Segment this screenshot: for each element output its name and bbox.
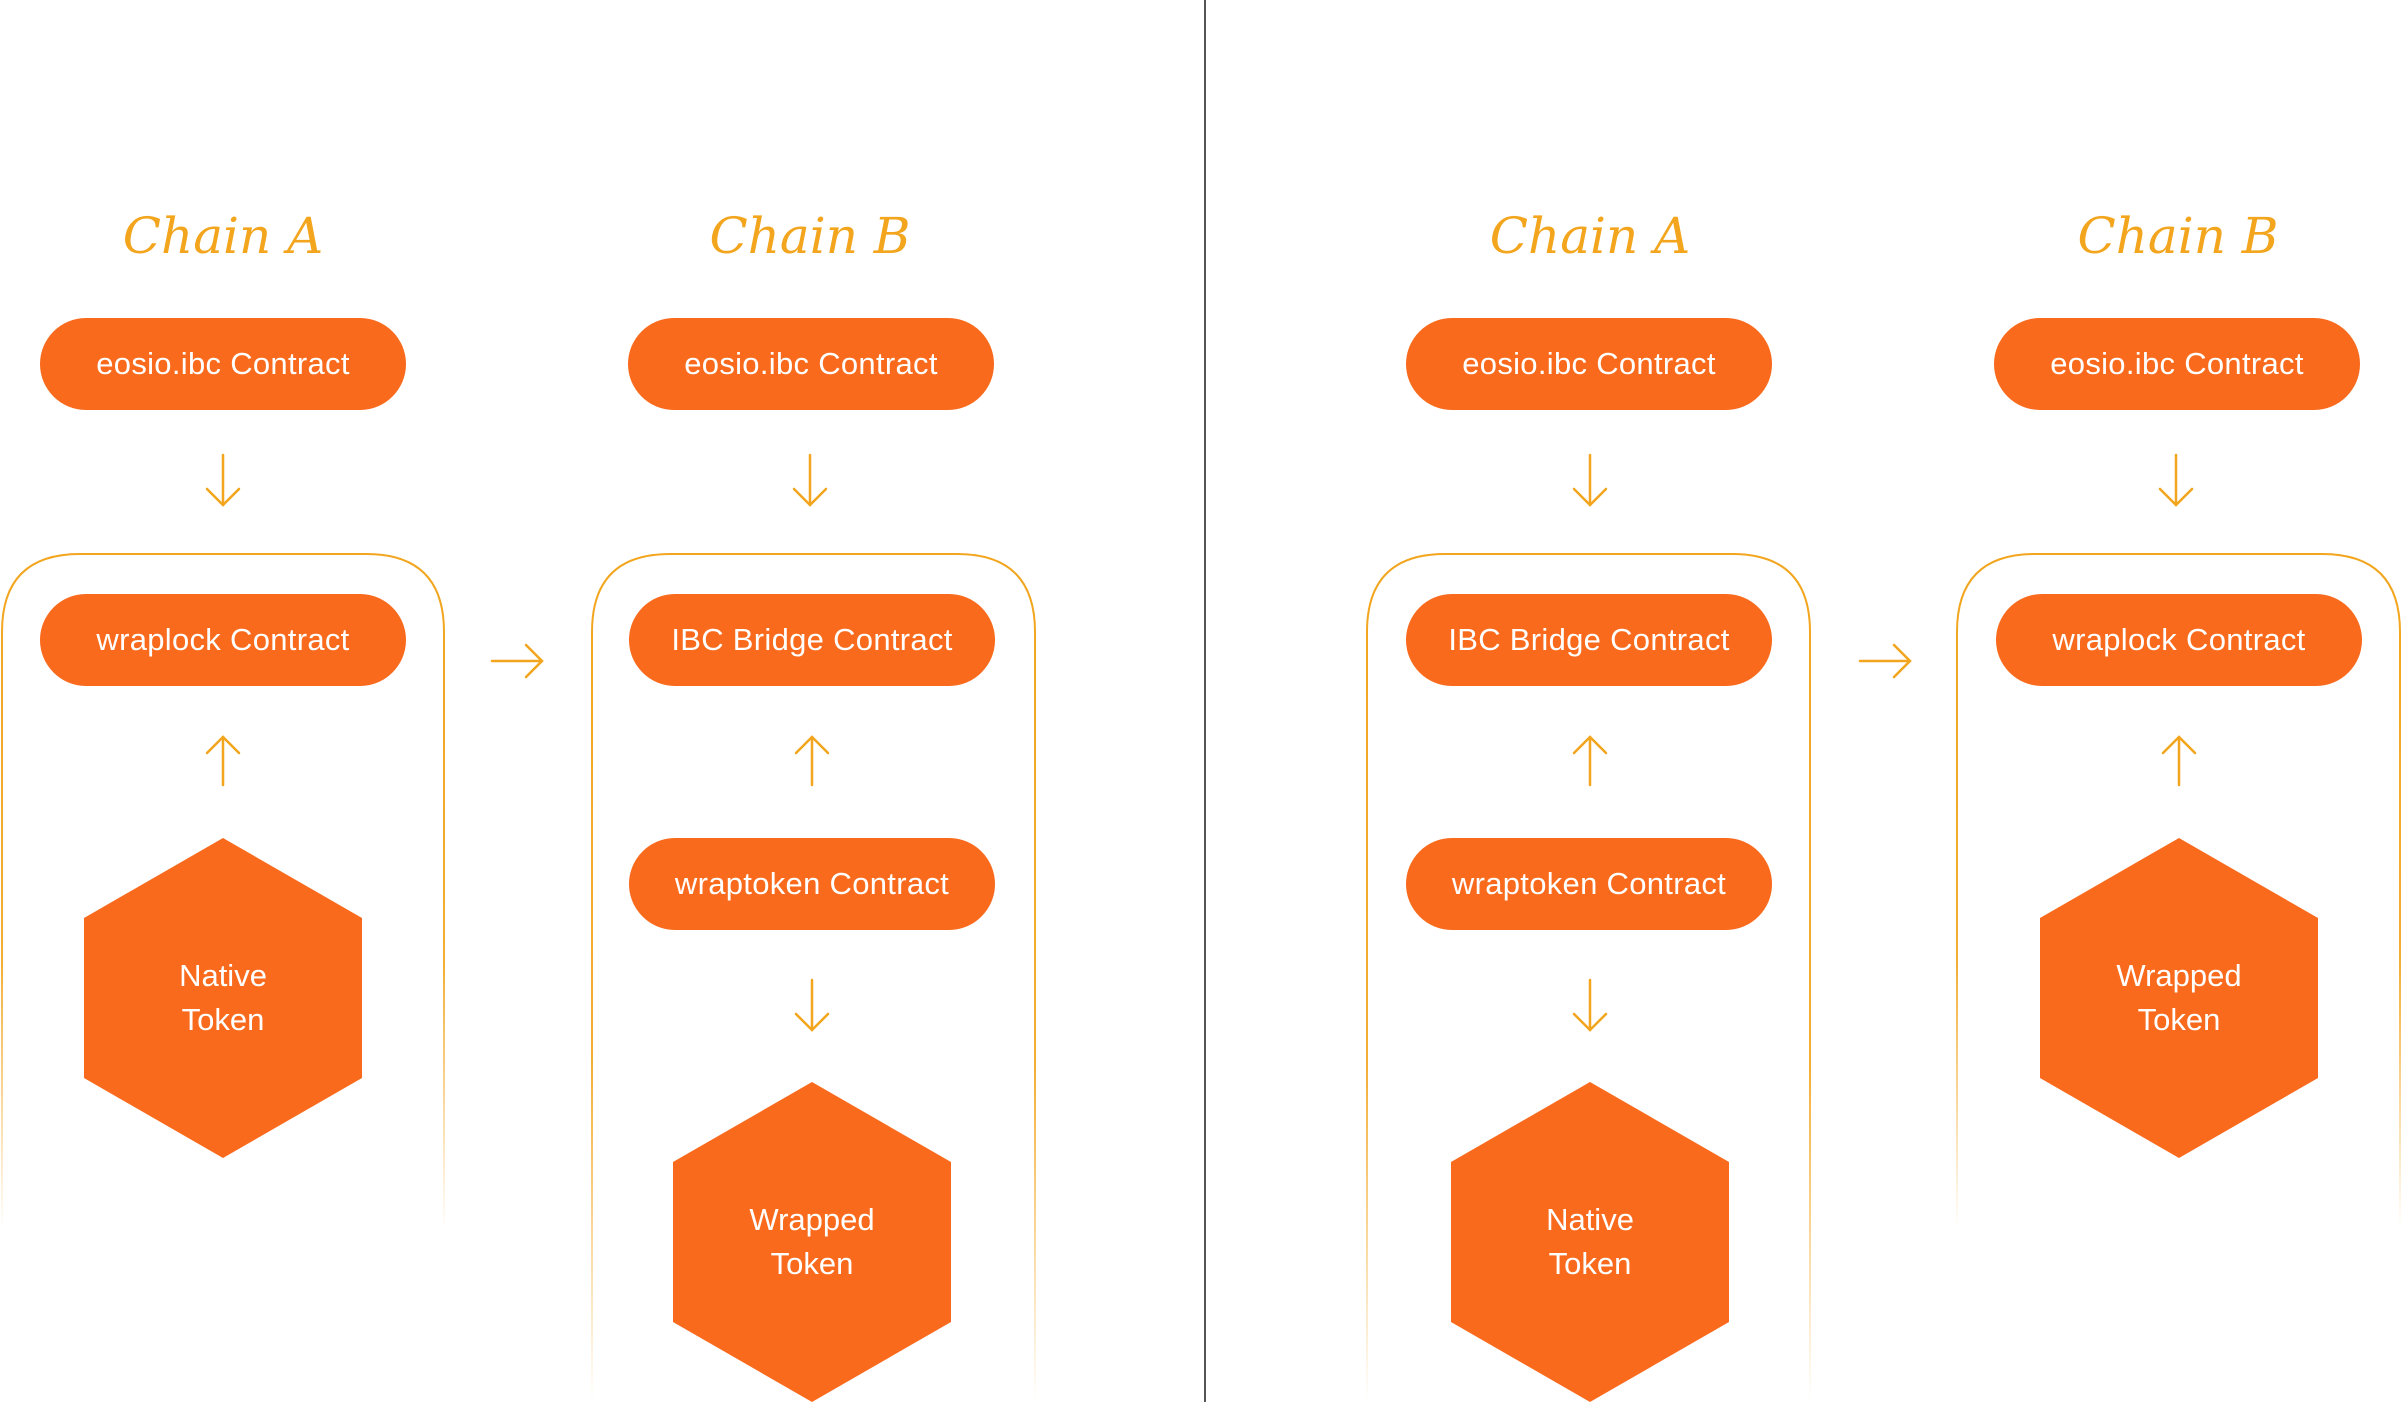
wraptoken-contract-pill: wraptoken Contract	[629, 838, 995, 930]
chain-a-container	[1366, 553, 1811, 1402]
token-label-line: Wrapped	[2116, 958, 2242, 993]
native-token-label: Native Token	[83, 954, 363, 1042]
wraplock-contract-pill: wraplock Contract	[1996, 594, 2362, 686]
native-token-label: Native Token	[1450, 1198, 1730, 1286]
token-label-line: Native	[179, 958, 267, 993]
chain-a-container	[1, 553, 445, 1230]
chain-a-title: Chain A	[1489, 207, 1691, 265]
wrapped-token-label: Wrapped Token	[672, 1198, 952, 1286]
chain-a-title: Chain A	[122, 207, 324, 265]
arrow-down-icon	[2158, 453, 2194, 507]
chain-b-container	[591, 553, 1036, 1402]
eosio-ibc-contract-pill: eosio.ibc Contract	[1406, 318, 1772, 410]
token-label-line: Native	[1546, 1202, 1634, 1237]
arrow-down-icon	[205, 453, 241, 507]
eosio-ibc-contract-pill: eosio.ibc Contract	[40, 318, 406, 410]
arrow-up-icon	[205, 735, 241, 787]
arrow-right-icon	[1858, 643, 1912, 679]
arrow-right-icon	[490, 643, 544, 679]
arrow-down-icon	[794, 978, 830, 1032]
eosio-ibc-contract-pill: eosio.ibc Contract	[628, 318, 994, 410]
token-label-line: Token	[181, 1002, 265, 1037]
ibc-bridge-contract-pill: IBC Bridge Contract	[1406, 594, 1772, 686]
arrow-up-icon	[1572, 735, 1608, 787]
token-label-line: Token	[2137, 1002, 2221, 1037]
wrapped-token-label: Wrapped Token	[2039, 954, 2319, 1042]
ibc-bridge-contract-pill: IBC Bridge Contract	[629, 594, 995, 686]
hexagon-icon	[673, 1082, 951, 1402]
chain-b-title: Chain B	[2077, 207, 2279, 265]
wraplock-contract-pill: wraplock Contract	[40, 594, 406, 686]
arrow-down-icon	[792, 453, 828, 507]
chain-b-container	[1956, 553, 2401, 1230]
arrow-down-icon	[1572, 978, 1608, 1032]
token-label-line: Token	[1548, 1246, 1632, 1281]
hexagon-icon	[84, 838, 362, 1158]
hexagon-icon	[1451, 1082, 1729, 1402]
chain-b-title: Chain B	[709, 207, 911, 265]
hexagon-icon	[2040, 838, 2318, 1158]
arrow-up-icon	[794, 735, 830, 787]
arrow-up-icon	[2161, 735, 2197, 787]
token-label-line: Wrapped	[749, 1202, 875, 1237]
eosio-ibc-contract-pill: eosio.ibc Contract	[1994, 318, 2360, 410]
wraptoken-contract-pill: wraptoken Contract	[1406, 838, 1772, 930]
arrow-down-icon	[1572, 453, 1608, 507]
token-label-line: Token	[770, 1246, 854, 1281]
